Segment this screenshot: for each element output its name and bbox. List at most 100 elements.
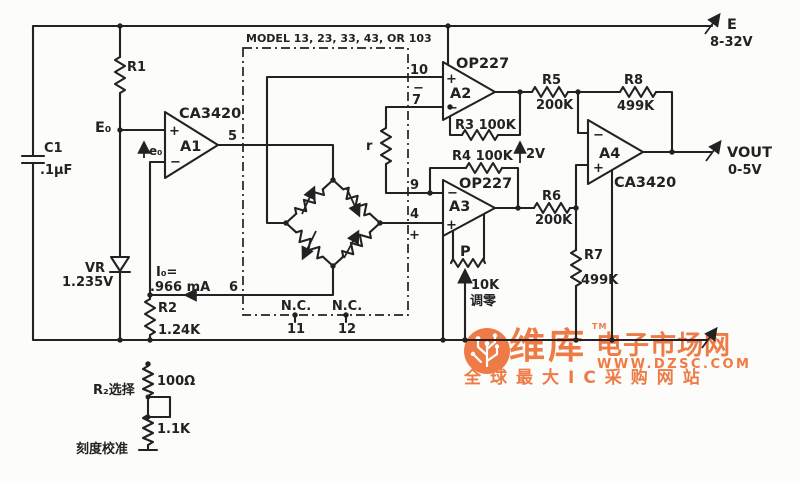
pin4-label: 4 — [410, 207, 419, 222]
a1-ic-label: CA3420 — [179, 106, 241, 122]
pin6-label: 6 — [229, 280, 238, 295]
r2-value: 1.24K — [158, 323, 201, 338]
r8-label: R8 — [624, 73, 643, 88]
e0-node-label: E₀ — [95, 120, 111, 136]
a4-minus-sign: − — [593, 128, 604, 143]
pin9-label: 9 — [410, 178, 419, 193]
circuit-tree-icon — [470, 333, 500, 368]
a2-plus-sign: + — [446, 72, 457, 87]
opamp-a3 — [441, 178, 497, 238]
a2-ic-label: OP227 — [456, 56, 509, 72]
resistor-r5 — [530, 85, 570, 99]
rail-end-arrow — [701, 326, 718, 349]
pin7-label: 7 — [412, 93, 421, 108]
resistor-r1 — [113, 55, 127, 95]
opamp-a2 — [441, 60, 497, 122]
i0-value: .966 mA — [150, 280, 210, 295]
watermark-slogan: 全球最大IC采购网站 — [464, 368, 709, 388]
resistor-r2 — [143, 297, 157, 337]
junction-dots — [117, 23, 675, 420]
c1-label: C1 — [44, 141, 63, 156]
strain-arrow-br — [343, 229, 360, 259]
zener-triangle — [109, 255, 131, 273]
pin7-pin9-r-wire — [384, 105, 445, 195]
r4-label: R4 100K — [452, 149, 514, 164]
pot-label: P — [460, 244, 471, 260]
pot-note: 调零 — [470, 294, 497, 309]
strain-arrows — [301, 185, 361, 261]
i0-label: I₀= — [156, 265, 177, 280]
vr-label: VR — [85, 261, 105, 276]
pin5-label: 5 — [228, 129, 237, 144]
transducer-model-box — [242, 47, 409, 316]
a3-ic-label: OP227 — [459, 176, 512, 192]
resistor-r6 — [532, 201, 572, 215]
resistor-r3 — [460, 128, 500, 142]
r7-value: 499K — [581, 273, 619, 288]
capacitor-c1 — [20, 154, 46, 165]
r2-label: R2 — [158, 301, 177, 316]
pin10-label: 10 — [410, 63, 428, 78]
strain-arrow-tl — [301, 185, 316, 215]
a2-minus-sign: − — [447, 101, 458, 116]
select-note: R₂选择 — [93, 382, 136, 398]
bridge-2v-label: 2V — [526, 147, 545, 162]
arrows — [137, 12, 722, 349]
e-terminal-label: E — [727, 17, 737, 33]
resistors — [113, 55, 658, 447]
vout-terminal-arrow — [705, 139, 722, 162]
pin10-wire — [265, 75, 445, 225]
a1-minus-sign: − — [170, 155, 181, 170]
dzsc-logo-icon — [464, 328, 510, 374]
a1-output-wire — [216, 143, 335, 182]
a2-label: A2 — [450, 86, 471, 102]
pin6-wire — [148, 264, 335, 297]
e-terminal-arrow — [704, 12, 721, 35]
r7-label: R7 — [584, 248, 603, 263]
resistor-100ohm — [141, 364, 155, 398]
a4-label: A4 — [599, 146, 620, 162]
cal-note: 刻度校准 — [76, 441, 128, 457]
bridge-resistor-tl — [291, 184, 328, 219]
bridge-plus-tick: + — [409, 228, 420, 243]
strain-arrow-bl — [301, 230, 317, 261]
a3-plus-sign: + — [446, 218, 457, 233]
bridge-resistor-tr — [338, 184, 375, 219]
r8-value: 499K — [617, 99, 655, 114]
cal-resistor-value: 1.1K — [157, 422, 191, 437]
a4-ic-label: CA3420 — [614, 175, 676, 191]
r3-label: R3 100K — [455, 118, 517, 133]
a3-minus-sign: − — [447, 186, 458, 201]
wires — [31, 24, 714, 452]
bridge-minus-tick: − — [413, 81, 424, 96]
e0-signal-label: e₀ — [149, 144, 162, 158]
r6-label: R6 — [542, 189, 561, 204]
r4-loop — [428, 166, 520, 210]
select-resistor-value: 100Ω — [157, 374, 195, 389]
a4-minus-wire — [576, 90, 590, 135]
bridge-arm-wires — [284, 178, 382, 268]
e-range-label: 8-32V — [710, 35, 753, 50]
r5-value: 200K — [536, 98, 574, 113]
pot-leads — [451, 211, 486, 261]
resistor-r-internal — [379, 126, 393, 166]
a4-plus-sign: + — [593, 161, 604, 176]
watermark-tm: TM — [592, 322, 608, 331]
a1-plus-sign: + — [169, 124, 180, 139]
pot-value: 10K — [471, 278, 500, 293]
vout-label: VOUT — [727, 145, 772, 161]
nc-label-2: N.C. — [332, 299, 362, 314]
opamp-a1 — [163, 110, 220, 180]
pin11-label: 11 — [287, 322, 305, 337]
strain-arrow-tr — [346, 188, 361, 218]
zener-vr — [108, 255, 132, 274]
nc-pin-stubs — [293, 313, 348, 324]
r1-label: R1 — [127, 60, 146, 75]
r-internal-label: r — [366, 139, 373, 154]
resistor-r4 — [464, 161, 504, 175]
a1-label: A1 — [180, 139, 201, 155]
supply-rails — [31, 24, 714, 342]
resistor-1k1 — [141, 413, 155, 447]
